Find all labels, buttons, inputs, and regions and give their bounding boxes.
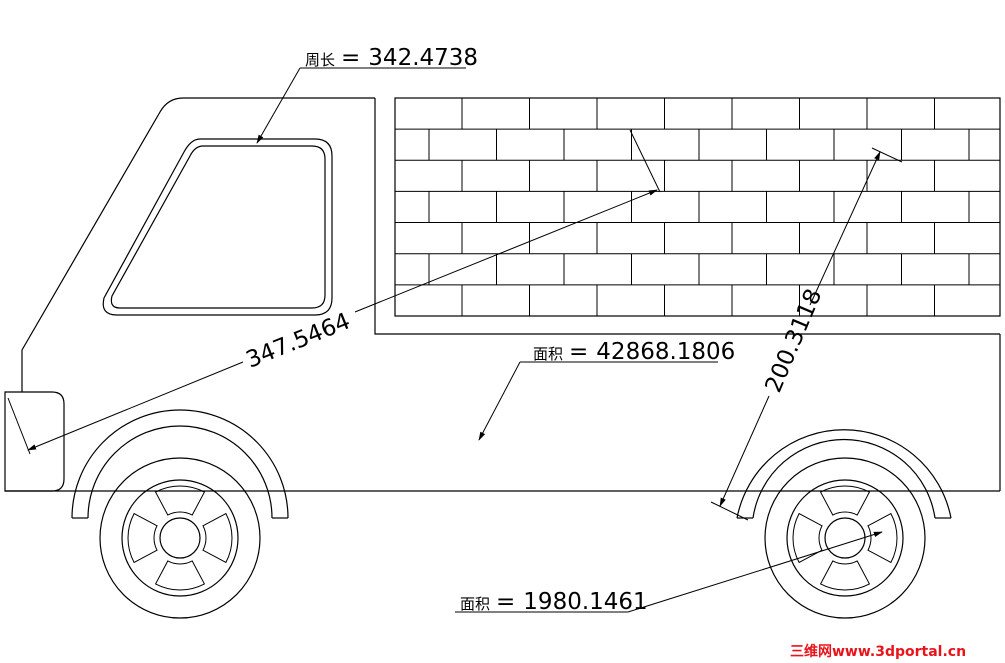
wheel-spoke-window (127, 512, 158, 564)
wheel-area-annotation: 面积=1980.1461 (460, 589, 648, 615)
wheel-spoke-window (154, 560, 206, 591)
cab-window (102, 138, 333, 316)
cab-outline (21, 97, 1000, 392)
perimeter-leader (256, 67, 466, 144)
perimeter-annotation: 周长=342.4738 (305, 45, 478, 71)
chassis (5, 334, 1001, 492)
headlight (4, 391, 65, 492)
wheel-spoke-window (154, 485, 206, 516)
body-area-annotation: 面积=42868.1806 (533, 339, 735, 365)
rear-fender (736, 429, 952, 519)
wheel-spoke-window (819, 560, 871, 591)
diagonal-dimension (7, 129, 661, 455)
watermark-logo: 三维网www.3dportal.cn (790, 643, 966, 660)
wheel-spoke-window (792, 512, 823, 564)
wheel-area-leader (455, 531, 883, 613)
wheel-spoke-window (867, 512, 898, 564)
body-area-leader (478, 361, 718, 441)
diagonal-dimension-label: 347.5464 (243, 308, 354, 373)
wheel-spoke-window (819, 485, 871, 516)
front-wheel (99, 457, 261, 619)
rear-dimension-label: 200.3118 (761, 285, 828, 396)
rear-wheel (764, 457, 926, 619)
wheel-spoke-window (202, 512, 233, 564)
front-fender (71, 409, 289, 519)
cargo-brick-wall (394, 97, 1001, 317)
rear-dimension (710, 147, 903, 521)
